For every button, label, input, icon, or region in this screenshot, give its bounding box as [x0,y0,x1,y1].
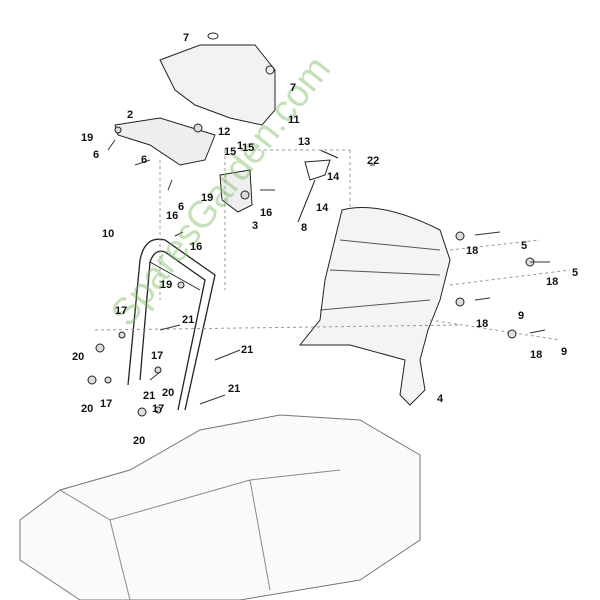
callout-label: 20 [81,403,94,415]
callout-label: 6 [93,149,100,161]
handle-part [127,238,216,411]
callout-label: 7 [290,82,297,94]
callout-label: 22 [367,155,380,167]
callout-label: 19 [201,192,214,204]
callout-label: 19 [81,132,94,144]
callout-label: 18 [466,245,479,257]
callout-label: 3 [252,220,259,232]
callout-label: 18 [476,318,489,330]
callout-label: 17 [151,350,164,362]
cap-part-7b [265,65,275,75]
callout-label: 15 [224,146,237,158]
callout-label: 4 [437,393,444,405]
callout-label: 7 [183,32,190,44]
chassis-part [19,414,421,600]
fasteners [87,123,535,417]
callout-label: 17 [100,398,113,410]
cap-part-7 [207,32,219,40]
tank-cover-part [159,44,276,126]
callout-label: 19 [160,279,173,291]
callout-label: 6 [178,201,185,213]
callout-label: 21 [228,383,241,395]
handle-part-inner [149,261,201,291]
callout-label: 13 [298,136,311,148]
callout-label: 10 [102,228,115,240]
bracket-part [114,117,216,166]
callout-label: 11 [288,114,300,126]
callout-label: 17 [152,403,165,415]
callout-label: 20 [162,387,175,399]
callout-label: 16 [166,210,179,222]
callout-label: 21 [143,390,156,402]
callout-label: 15 [242,142,255,154]
callout-label: 5 [521,240,528,252]
callout-label: 9 [561,346,568,358]
callout-label: 20 [133,435,146,447]
callout-label: 14 [327,171,340,183]
callout-label: 2 [127,109,134,121]
plate-part [219,169,253,213]
callout-label: 16 [260,207,273,219]
callout-label: 18 [530,349,543,361]
callout-label: 9 [518,310,525,322]
callout-label: 20 [72,351,85,363]
lever-part [297,149,339,223]
callout-label: 17 [115,305,128,317]
callout-label: 16 [190,241,203,253]
callout-label: 21 [241,344,254,356]
callout-label: 21 [182,314,195,326]
callout-label: 5 [572,267,579,279]
callout-label: 18 [546,276,559,288]
callout-label: 12 [218,126,231,138]
callout-label: 6 [141,154,148,166]
callout-label: 1 [237,140,244,152]
callout-label: 14 [316,202,329,214]
dashboard-part [298,207,451,406]
callout-label: 8 [301,222,308,234]
